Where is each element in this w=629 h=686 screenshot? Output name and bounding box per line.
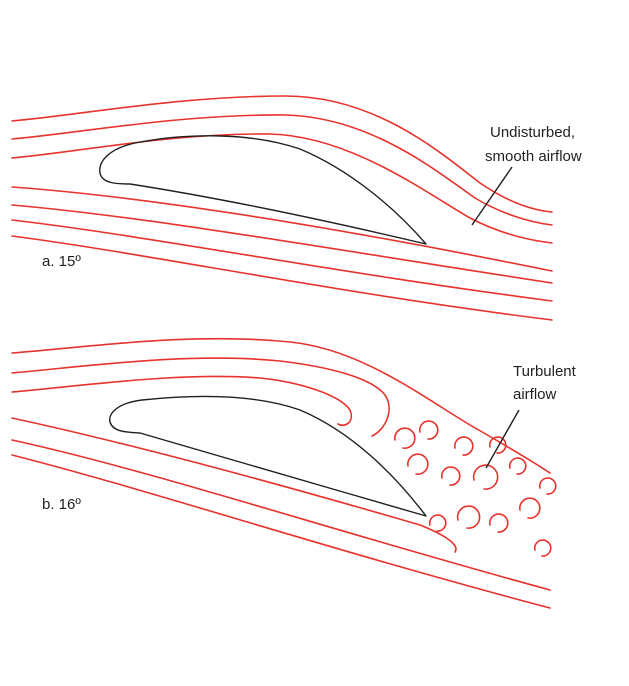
callout-leader-a (471, 166, 513, 226)
streamline-b-2 (11, 357, 390, 437)
turbulent-eddies (394, 420, 557, 557)
eddy-1 (394, 427, 416, 449)
eddy-6 (440, 466, 461, 486)
streamline-a-3 (11, 133, 553, 244)
callout-text-b-line1: Turbulent (513, 363, 577, 380)
panel-b-label: b. 16º (42, 496, 81, 513)
eddy-9 (538, 477, 557, 495)
streamline-a-1 (11, 95, 553, 213)
callout-text-a-line1: Undisturbed, (490, 124, 575, 141)
eddy-7 (472, 464, 499, 490)
streamline-a-5 (11, 204, 553, 284)
eddy-11 (488, 513, 509, 533)
airfoil-b (109, 395, 427, 517)
streamline-b-4 (11, 417, 457, 553)
eddy-2 (418, 420, 439, 440)
eddy-10 (456, 505, 481, 529)
eddy-13 (533, 539, 552, 557)
eddy-8 (508, 457, 527, 475)
callout-text-b-line2: airflow (513, 386, 557, 403)
streamline-b-5 (11, 439, 551, 591)
streamline-a-4 (11, 186, 553, 272)
streamline-b-3 (11, 375, 353, 426)
panel-a: Undisturbed, smooth airflow a. 15º (11, 95, 582, 321)
panel-a-label: a. 15º (42, 253, 81, 270)
streamline-a-2 (11, 114, 553, 226)
callout-text-a-line2: smooth airflow (485, 148, 582, 165)
eddy-5 (407, 453, 429, 475)
streamline-a-6 (11, 219, 553, 302)
eddy-12 (519, 497, 541, 519)
airfoil-a (99, 135, 427, 245)
panel-b: Turbulent airflow b. 16º (11, 337, 577, 609)
streamline-b-6 (11, 454, 551, 609)
streamline-a-7 (11, 235, 553, 321)
eddy-3 (453, 436, 474, 456)
callout-leader-b (485, 409, 520, 469)
eddy-14 (428, 514, 447, 532)
